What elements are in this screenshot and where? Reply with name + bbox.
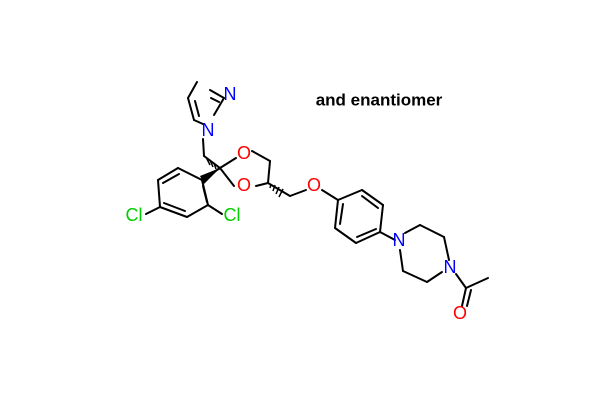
bond-cacyl-o (461, 287, 467, 307)
atom-cl-left: Cl (126, 205, 143, 225)
bond-im-c4-c5 (187, 97, 195, 121)
bond-ar3-ar4 (159, 206, 188, 218)
bond-pip-c6-n1 (399, 249, 404, 272)
bond-im-c5-n1 (193, 119, 204, 125)
bond-ph3-ph4 (379, 204, 384, 233)
bond-ph-inner-2 (356, 228, 377, 238)
stereo-bonds (200, 156, 284, 198)
bond-c4-o3 (255, 182, 269, 187)
bond-im-n3-c4 (187, 81, 198, 99)
atom-cl-right: Cl (224, 205, 241, 225)
hash-c4-ch2 (269, 183, 284, 198)
atom-n-imidazole-bottom: N (202, 120, 215, 140)
bond-ph5-ph6 (334, 227, 357, 244)
bond-ar-inner-2 (163, 202, 186, 212)
bond-n1-ch2 (202, 138, 205, 157)
bond-pip-c3-n4 (443, 236, 450, 261)
atom-n-piperazine-top: N (393, 230, 406, 250)
bond-ph4-ph5 (355, 231, 381, 244)
bond-ar2-ar3 (186, 204, 209, 218)
bond-ph-inner-1 (361, 195, 379, 209)
atom-n-piperazine-bottom: N (444, 257, 457, 277)
bond-ar-inner-1 (202, 185, 208, 203)
bonds (145, 81, 489, 307)
bond-im-c4-c5-double (194, 100, 200, 117)
bond-ar6-ar1 (177, 167, 203, 181)
bond-im-n1-c2 (213, 97, 225, 116)
enantiomer-caption: and enantiomer (316, 90, 443, 109)
bond-pip-n4-c5 (426, 271, 443, 283)
bond-ph6-ph1 (334, 199, 339, 229)
bond-ar4-ar5 (157, 179, 161, 208)
bond-n4-cacyl (455, 273, 467, 289)
bond-pip-n1-c2 (404, 224, 421, 234)
bond-oether-ph1 (321, 189, 339, 201)
bond-pip-c2-c3 (419, 224, 445, 238)
bond-o1-c5 (251, 150, 271, 162)
bond-ph-inner-3 (339, 203, 344, 225)
bond-ch2-oether (289, 189, 307, 197)
bond-c5-c4 (267, 160, 271, 184)
bond-c2-o1 (219, 157, 237, 169)
bond-ph4-npip (379, 231, 396, 241)
bond-ar5-ar6 (157, 167, 179, 181)
bond-c4-ch2 (267, 182, 291, 197)
atom-o-ether: O (307, 175, 321, 195)
bond-cacyl-ch3 (465, 277, 489, 289)
atom-o-dioxolane-bottom: O (237, 175, 251, 195)
atom-o-dioxolane-top: O (237, 143, 251, 163)
bond-ar-inner-3 (162, 173, 180, 184)
atom-labels: N N O O O N N O Cl Cl (126, 84, 468, 323)
bond-ph2-ph3 (361, 189, 384, 206)
bond-ar2-cl (207, 204, 223, 215)
atom-n-imidazole-top: N (224, 84, 237, 104)
bond-im-c2-n3-double (210, 97, 220, 103)
bond-pip-c5-c6 (402, 270, 428, 283)
hash-c2-ch2 (205, 156, 220, 171)
bond-ar4-cl (145, 206, 161, 215)
bond-o3-c2 (219, 167, 235, 187)
atom-o-carbonyl: O (453, 303, 467, 323)
wedge-c2-aryl (200, 168, 220, 184)
bond-ph1-ph2 (337, 189, 363, 201)
bond-im-c2-n3 (209, 89, 225, 99)
bond-cacyl-o-double (466, 289, 472, 307)
